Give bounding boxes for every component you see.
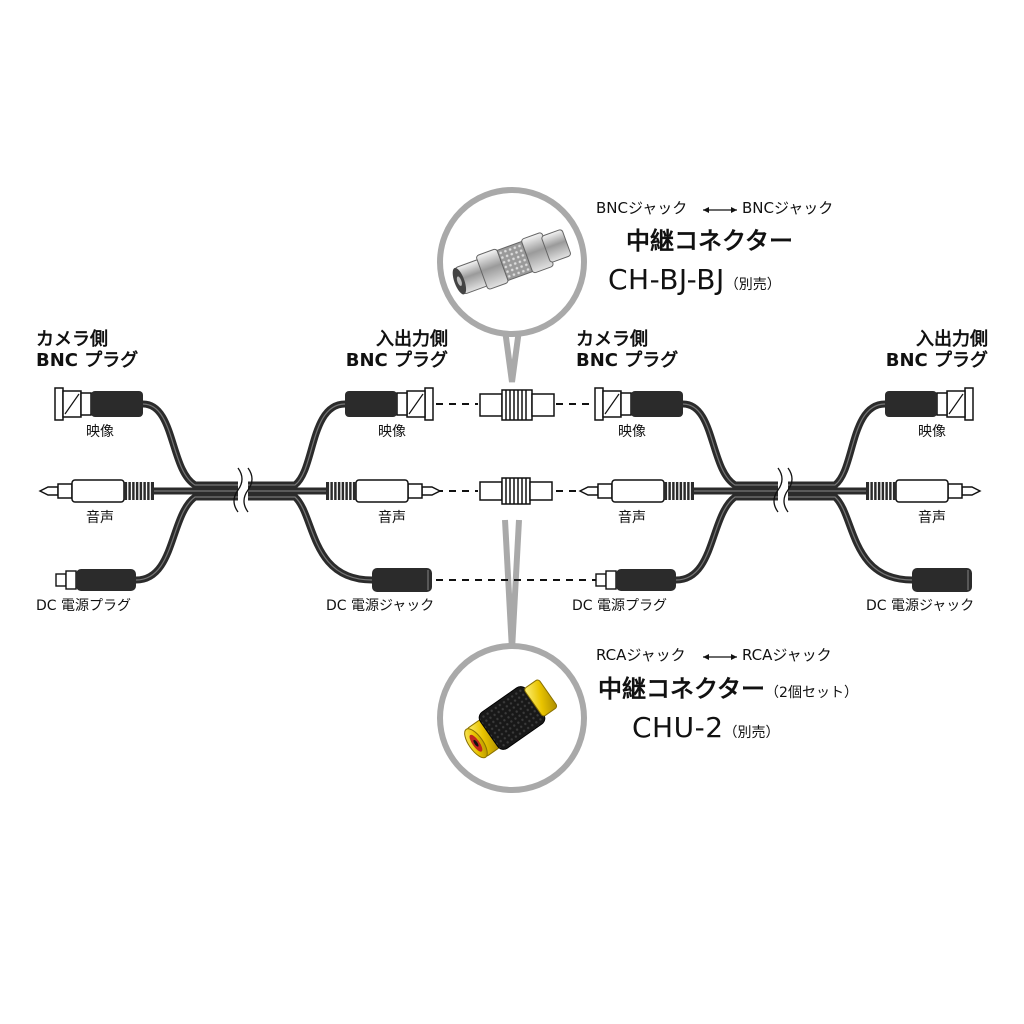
rca-plug-right xyxy=(326,479,442,503)
bnc-barrel-image xyxy=(452,229,571,295)
right-dc-jack-label: DC 電源ジャック xyxy=(866,598,975,614)
right-video-left-label: 映像 xyxy=(618,424,646,440)
bnc-double-arrow xyxy=(703,207,737,213)
dashed-links xyxy=(436,403,598,581)
right-audio-right-label: 音声 xyxy=(918,510,946,526)
rca-callout xyxy=(437,519,587,793)
dc-cable xyxy=(132,493,376,584)
bnc-model-number: CH-BJ-BJ xyxy=(608,263,725,296)
left-io-side-line1: 入出力側 xyxy=(376,329,448,350)
rca-adapter-inline xyxy=(479,477,553,505)
bnc-caption-right: BNCジャック xyxy=(742,199,834,217)
dc-power-jack xyxy=(912,568,972,592)
right-io-side-line1: 入出力側 xyxy=(916,329,988,350)
bnc-caption-left: BNCジャック xyxy=(596,199,688,217)
bnc-plug-io xyxy=(885,387,974,421)
right-dc-plug-label: DC 電源プラグ xyxy=(572,598,668,614)
right-video-right-label: 映像 xyxy=(918,424,946,440)
right-io-side-line2: BNC プラグ xyxy=(885,349,988,371)
right-camera-side-label: カメラ側 BNC プラグ xyxy=(576,329,679,371)
bnc-sold-separately: （別売） xyxy=(724,277,781,293)
rca-plug-left xyxy=(578,479,694,503)
bnc-plug-io xyxy=(345,387,434,421)
left-camera-side-label: カメラ側 BNC プラグ xyxy=(36,329,139,371)
dc-power-plug xyxy=(55,569,136,591)
bnc-connector-title: 中継コネクター xyxy=(626,227,794,255)
right-io-side-label: 入出力側 BNC プラグ xyxy=(870,329,988,371)
left-camera-side-line2: BNC プラグ xyxy=(36,349,139,371)
right-cable-assembly xyxy=(578,387,982,592)
left-dc-plug-label: DC 電源プラグ xyxy=(36,598,132,614)
bnc-plug-camera xyxy=(594,387,683,421)
bnc-adapter-inline xyxy=(479,389,555,421)
rca-caption-left: RCAジャック xyxy=(596,646,686,664)
cable-break-mark xyxy=(773,467,793,513)
left-video-right-label: 映像 xyxy=(378,424,406,440)
left-io-side-label: 入出力側 BNC プラグ xyxy=(330,329,448,371)
right-audio-left-label: 音声 xyxy=(618,510,646,526)
right-camera-side-line1: カメラ側 xyxy=(576,329,648,350)
bnc-plug-camera xyxy=(54,387,143,421)
left-camera-side-line1: カメラ側 xyxy=(36,329,108,350)
dc-power-plug xyxy=(595,569,676,591)
right-camera-side-line2: BNC プラグ xyxy=(576,349,679,371)
rca-connector-title: 中継コネクター xyxy=(598,675,766,703)
rca-set-note: （2個セット） xyxy=(765,685,858,701)
rca-coupler-image xyxy=(464,679,558,759)
left-audio-left-label: 音声 xyxy=(86,510,114,526)
left-cable-assembly xyxy=(38,387,442,592)
left-video-left-label: 映像 xyxy=(86,424,114,440)
rca-model-number: CHU-2 xyxy=(632,711,724,744)
rca-title-line: 中継コネクター（2個セット） xyxy=(598,675,858,704)
bnc-callout xyxy=(437,187,587,383)
left-dc-jack-label: DC 電源ジャック xyxy=(326,598,435,614)
dc-cable xyxy=(672,493,916,584)
rca-model-line: CHU-2（別売） xyxy=(632,711,780,744)
bnc-model-line: CH-BJ-BJ（別売） xyxy=(608,263,781,296)
left-io-side-line2: BNC プラグ xyxy=(345,349,448,371)
rca-sold-separately: （別売） xyxy=(723,725,780,741)
rca-plug-right xyxy=(866,479,982,503)
dc-power-jack xyxy=(372,568,432,592)
rca-caption-right: RCAジャック xyxy=(742,646,832,664)
rca-plug-left xyxy=(38,479,154,503)
cable-break-mark xyxy=(233,467,253,513)
rca-double-arrow xyxy=(703,654,737,660)
left-audio-right-label: 音声 xyxy=(378,510,406,526)
